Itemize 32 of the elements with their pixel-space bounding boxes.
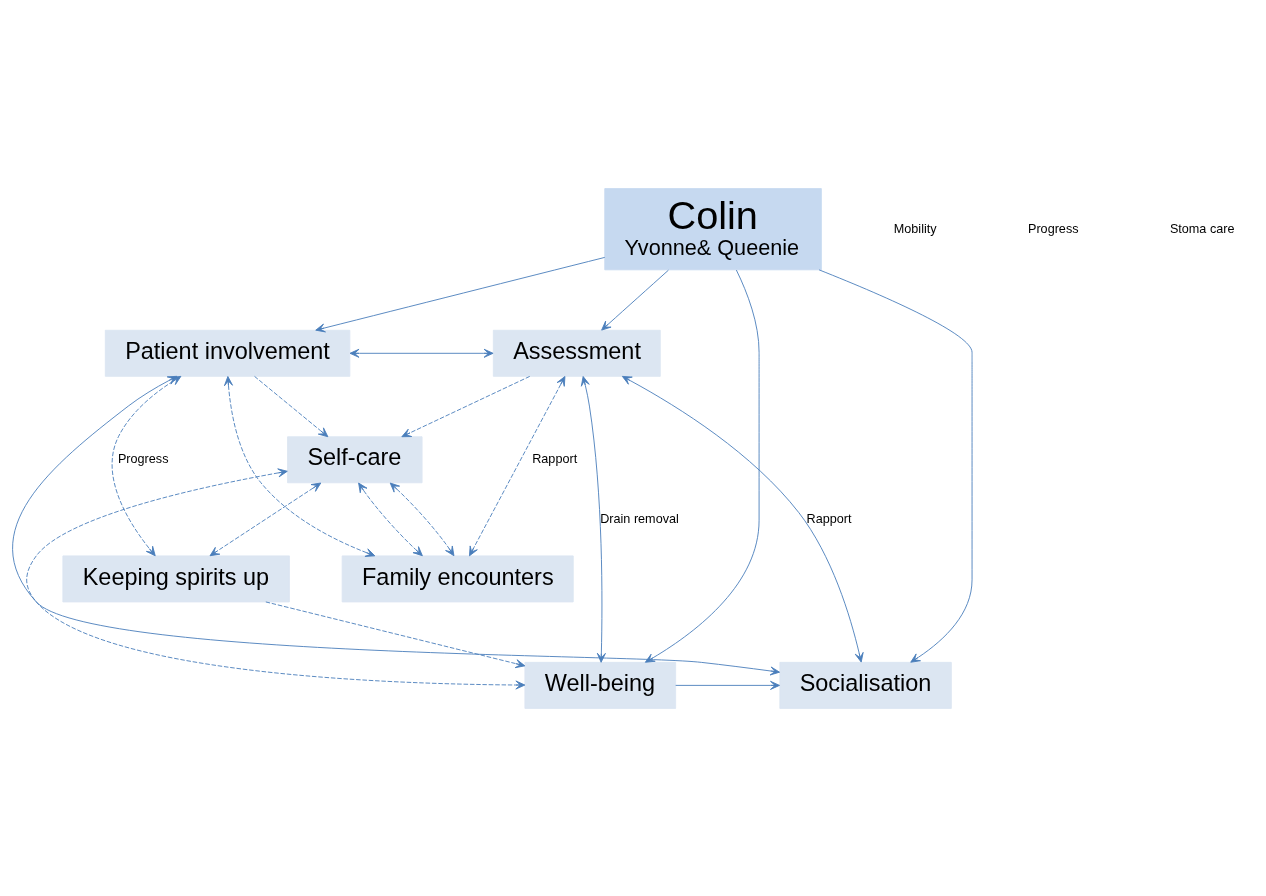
arrow — [675, 680, 780, 690]
node-box: Patient involvement — [104, 329, 351, 377]
node-box: Colin Yvonne& Queenie — [604, 187, 822, 270]
node-box: Keeping spirits up — [62, 554, 290, 602]
label: Mobility — [893, 221, 937, 236]
arrow — [315, 256, 606, 332]
arrow — [209, 482, 322, 556]
label: Stoma care — [1169, 221, 1235, 236]
arrow — [818, 268, 973, 663]
arrow — [644, 269, 760, 663]
arrow — [601, 269, 669, 331]
node-box: Family encounters — [341, 554, 574, 602]
node-box: Assessment — [492, 329, 661, 377]
edge-label: Progress — [117, 451, 169, 466]
arrow — [26, 467, 526, 689]
arrow — [349, 348, 494, 358]
edge-label: Drain removal — [600, 511, 679, 526]
edge-label: Rapport — [532, 451, 578, 466]
node-box: Self-care — [287, 435, 423, 483]
label: Progress — [1028, 221, 1079, 236]
arrow — [580, 375, 606, 663]
arrow — [254, 375, 329, 437]
arrow — [358, 482, 423, 556]
arrow — [401, 375, 531, 437]
arrow — [224, 375, 376, 557]
node-box: Socialisation — [779, 661, 952, 709]
edge-label: Rapport — [806, 511, 852, 526]
arrow — [265, 600, 526, 668]
arrow — [389, 482, 455, 556]
arrow — [621, 375, 864, 663]
arrow — [469, 375, 566, 556]
node-box: Well-being — [524, 661, 677, 709]
